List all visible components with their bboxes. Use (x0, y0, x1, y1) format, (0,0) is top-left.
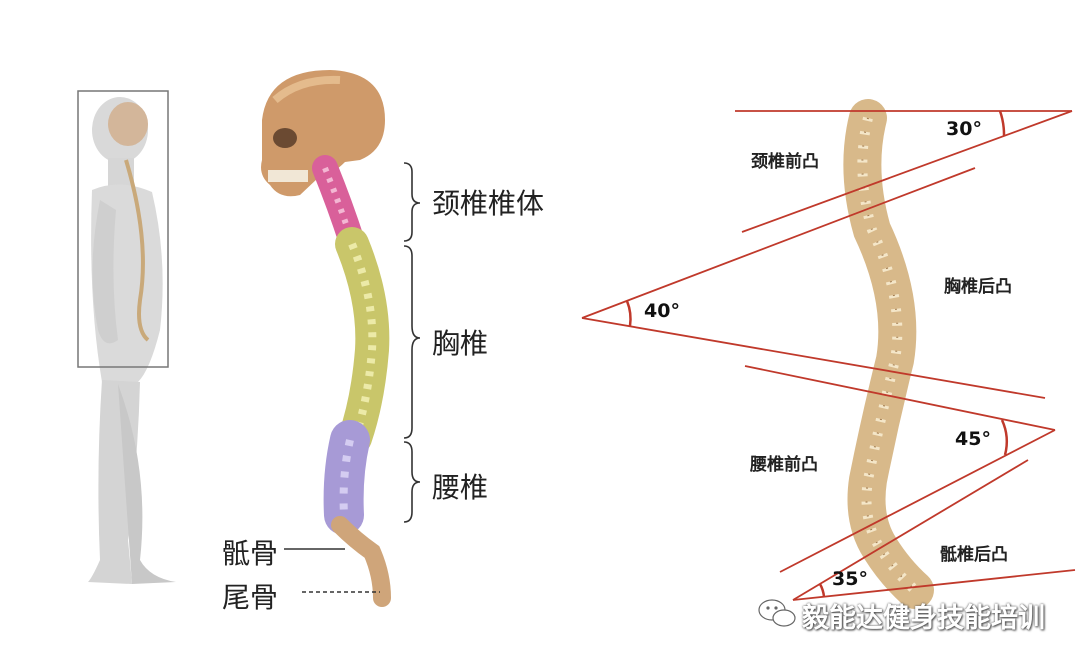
angle-lines (581, 110, 1076, 601)
label-thoracic: 胸椎 (432, 327, 489, 360)
label-coccyx: 尾骨 (222, 581, 279, 614)
brace-thoracic (403, 245, 421, 439)
watermark: 毅能达健身技能培训 (802, 596, 1045, 635)
angle-lumbar: 45° (955, 428, 991, 450)
label-cervical-vertebrae: 颈椎椎体 (432, 187, 545, 220)
inset-frame (77, 90, 169, 368)
detailed-spine (843, 99, 934, 609)
lumbar-spine (323, 420, 370, 535)
wechat-icon (758, 599, 796, 627)
angle-sacral: 35° (832, 568, 868, 590)
brace-cervical (403, 162, 421, 242)
label-lumbar: 腰椎 (432, 471, 489, 504)
angle-cervical: 30° (946, 118, 982, 140)
watermark-text: 毅能达健身技能培训 (802, 603, 1045, 634)
label-sacrum: 骶骨 (222, 537, 279, 570)
label-sacral-kyphosis: 骶椎后凸 (940, 545, 1008, 565)
skull (261, 70, 385, 197)
human-figure (88, 97, 176, 584)
angle-thoracic: 40° (644, 300, 680, 322)
label-thoracic-kyphosis: 胸椎后凸 (944, 277, 1012, 297)
sacrum-coccyx (331, 516, 391, 607)
thoracic-spine (335, 227, 390, 455)
label-lumbar-lordosis: 腰椎前凸 (750, 455, 818, 475)
label-cervical-lordosis: 颈椎前凸 (751, 152, 819, 172)
brace-lumbar (403, 441, 421, 523)
